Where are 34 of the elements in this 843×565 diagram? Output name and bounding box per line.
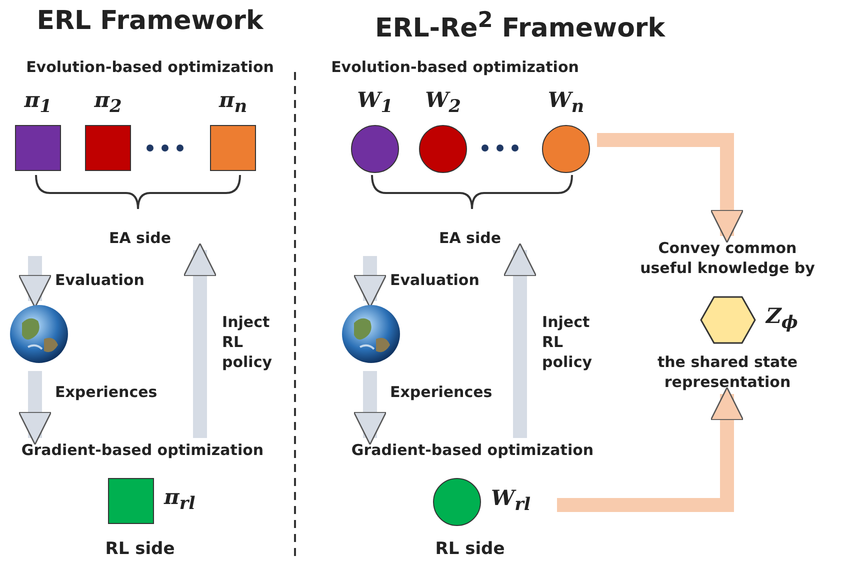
panel-title: ERL Framework — [36, 6, 265, 36]
block-arrow — [18, 371, 52, 446]
edge-label: Inject RL policy — [222, 312, 273, 372]
edge-label: Evaluation — [390, 270, 480, 290]
node-label: Gradient-based optimization — [0, 440, 285, 460]
block-arrow — [183, 242, 217, 438]
node-label: EA side — [350, 228, 590, 248]
math-label: W$_{n}$ — [546, 86, 586, 120]
block-arrow — [18, 256, 52, 308]
node-label: Gradient-based optimization — [330, 440, 615, 460]
block-arrow — [597, 133, 744, 244]
panel-title: ERL-Re$^{2}$ Framework — [374, 7, 666, 44]
math-label: π$_{n}$ — [218, 86, 248, 120]
block-arrow — [503, 242, 537, 438]
math-label: W$_{2}$ — [424, 86, 462, 120]
side-label: RL side — [434, 538, 506, 561]
math-label: π$_{rl}$ — [164, 483, 196, 517]
section-heading: Evolution-based optimization — [330, 57, 580, 78]
math-label: Z$_{ϕ}$ — [766, 303, 798, 334]
math-label: π$_{1}$ — [23, 86, 53, 120]
side-label: RL side — [104, 538, 176, 561]
block-arrow — [557, 386, 744, 512]
math-label: W$_{1}$ — [356, 86, 394, 120]
section-heading: Evolution-based optimization — [25, 57, 275, 78]
edge-label: Experiences — [390, 382, 490, 402]
edge-label: Experiences — [55, 382, 155, 402]
caption-text: Convey common useful knowledge by — [640, 238, 815, 278]
math-label: W$_{rl}$ — [491, 484, 530, 518]
node-label: EA side — [20, 228, 260, 248]
edge-label: Evaluation — [55, 270, 146, 290]
edge-label: Inject RL policy — [542, 312, 593, 372]
math-label: π$_{2}$ — [93, 86, 123, 120]
caption-text: the shared state representation — [640, 352, 815, 392]
block-arrow — [353, 371, 387, 446]
